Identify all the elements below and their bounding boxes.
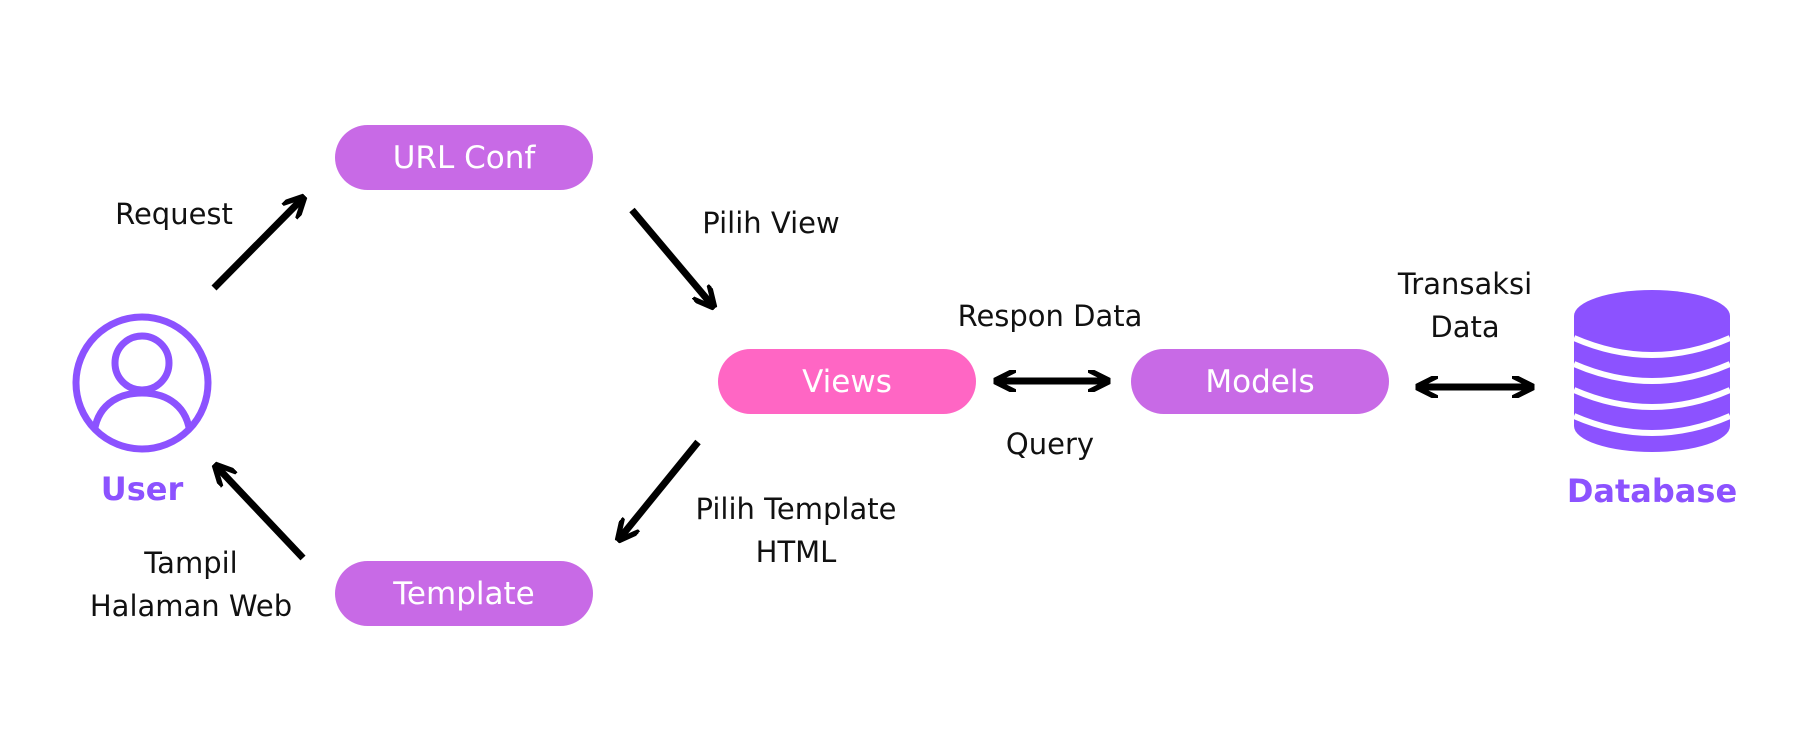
arrow-template-to-user (217, 467, 306, 561)
database-icon (1572, 290, 1732, 452)
views-node: Views (718, 349, 976, 414)
tampil-line-2: Halaman Web (89, 589, 293, 623)
transaksi-line-1: Transaksi (1397, 267, 1533, 301)
request-label: Request (115, 197, 233, 231)
user-label: User (100, 470, 184, 508)
transaksi-label: Transaksi Data (1370, 263, 1560, 349)
pilih-template-line-1: Pilih Template (695, 492, 897, 526)
arrow-views-to-template (620, 439, 701, 538)
url-conf-node: URL Conf (335, 125, 593, 190)
arrow-user-to-urlconf (211, 199, 302, 291)
pilih-template-label: Pilih Template HTML (676, 488, 916, 574)
respon-data-label: Respon Data (957, 299, 1143, 333)
arrow-urlconf-to-views (629, 207, 712, 305)
url-conf-label: URL Conf (392, 139, 536, 176)
pilih-template-line-2: HTML (755, 535, 837, 569)
template-label: Template (393, 575, 535, 612)
models-node: Models (1131, 349, 1389, 414)
user-icon (72, 313, 212, 453)
query-label: Query (1005, 427, 1095, 461)
transaksi-line-2: Data (1430, 310, 1500, 344)
models-label: Models (1205, 363, 1315, 400)
template-node: Template (335, 561, 593, 626)
views-label: Views (802, 363, 892, 400)
pilih-view-label: Pilih View (702, 206, 840, 240)
database-label: Database (1566, 472, 1738, 510)
tampil-line-1: Tampil (144, 546, 238, 580)
tampil-label: Tampil Halaman Web (76, 542, 306, 628)
